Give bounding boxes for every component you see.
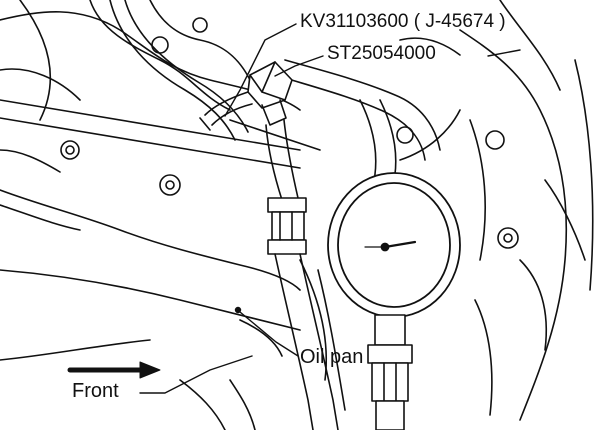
hose-coupling xyxy=(267,197,307,255)
callout-tool-st25054000: ST25054000 xyxy=(327,43,436,64)
lower-hose xyxy=(274,253,346,430)
gauge-hose xyxy=(265,119,299,201)
pressure-gauge xyxy=(327,172,461,318)
gauge-stem xyxy=(367,314,413,430)
bolts xyxy=(60,17,519,249)
callout-front: Front xyxy=(72,380,119,402)
callout-oil-pan: Oil pan xyxy=(300,346,364,368)
front-arrow-icon xyxy=(67,361,161,379)
callout-tool-kv31103600: KV31103600 ( J-45674 ) xyxy=(300,11,506,32)
leader-lines xyxy=(139,23,521,394)
engine-block-outline xyxy=(0,0,594,421)
